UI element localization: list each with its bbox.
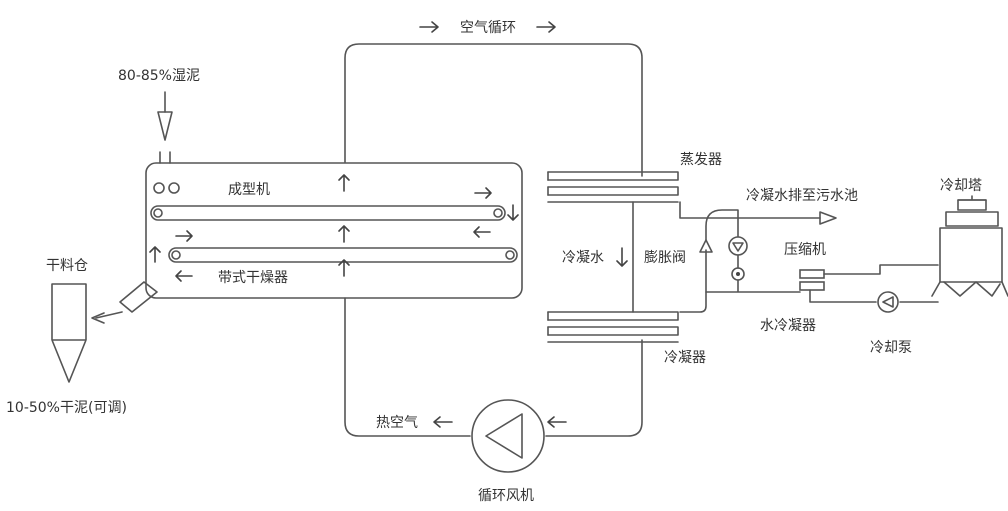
condensate-drain-arrow [819, 211, 837, 225]
belt-dryer-label: 带式干燥器 [218, 270, 288, 286]
expansion-valve-symbol [699, 239, 713, 253]
cooling-pump-triangle [882, 296, 894, 308]
air-loop-top [344, 43, 643, 177]
water-condenser-symbol [799, 269, 825, 291]
compressor-symbol [728, 236, 748, 256]
dry-bin-label: 干料仓 [46, 258, 88, 274]
air-up-arrow-3 [338, 259, 350, 277]
forming-roller-1 [153, 182, 165, 194]
belt-dryer-box [145, 162, 523, 299]
condensate-drain-line [679, 201, 821, 219]
expansion-valve-line [679, 209, 739, 313]
hot-air-arrow [433, 416, 453, 428]
condensate-drain-label: 冷凝水排至污水池 [746, 188, 858, 204]
air-cycle-arrow-left [419, 21, 439, 33]
return-air-arrow [547, 416, 567, 428]
circulation-fan-symbol [471, 399, 545, 473]
compressor-label: 压缩机 [784, 242, 826, 258]
compressor-triangle [732, 242, 744, 252]
condenser-label: 冷凝器 [664, 350, 706, 366]
dry-sludge-label: 10-50%干泥(可调) [6, 400, 127, 416]
air-up-arrow-1 [338, 174, 350, 192]
belt-arrow-right-2 [175, 230, 193, 242]
cooling-tower [931, 195, 1008, 297]
evaporator-coil [547, 171, 679, 203]
conveyor-belt-lower [168, 247, 518, 263]
cooling-pump-label: 冷却泵 [870, 340, 912, 356]
belt-arrow-left-1 [473, 226, 491, 238]
water-condenser-lines [809, 264, 939, 303]
evaporator-label: 蒸发器 [680, 152, 722, 168]
air-loop-bottom [344, 297, 643, 437]
discharge-chute [91, 281, 158, 324]
forming-machine-label: 成型机 [228, 182, 270, 198]
circulation-fan-label: 循环风机 [478, 488, 534, 504]
hot-air-label: 热空气 [376, 415, 418, 431]
belt-arrow-up [149, 246, 161, 263]
conveyor-belt-upper [150, 205, 506, 221]
belt-arrow-right-1 [474, 187, 492, 199]
cooling-tower-label: 冷却塔 [940, 178, 982, 194]
air-cycle-arrow-right [536, 21, 556, 33]
belt-arrow-down [507, 204, 519, 221]
condensate-label: 冷凝水 [562, 250, 604, 266]
compressor-junction-dot [736, 272, 740, 276]
circulation-fan-triangle [485, 413, 523, 459]
dry-bin [51, 283, 87, 383]
condensate-arrow-down [616, 247, 628, 267]
compressor-line [705, 254, 801, 293]
water-condenser-label: 水冷凝器 [760, 318, 816, 334]
expansion-valve-label: 膨胀阀 [644, 249, 686, 266]
feed-inlet [159, 151, 171, 164]
wet-sludge-label: 80-85%湿泥 [118, 68, 200, 84]
air-up-arrow-2 [338, 225, 350, 243]
cooling-pump-symbol [877, 291, 899, 313]
feed-arrow-down [157, 91, 173, 141]
forming-roller-2 [168, 182, 180, 194]
air-cycle-label: 空气循环 [460, 20, 516, 36]
belt-arrow-left-2 [175, 270, 193, 282]
condenser-coil [547, 311, 679, 343]
